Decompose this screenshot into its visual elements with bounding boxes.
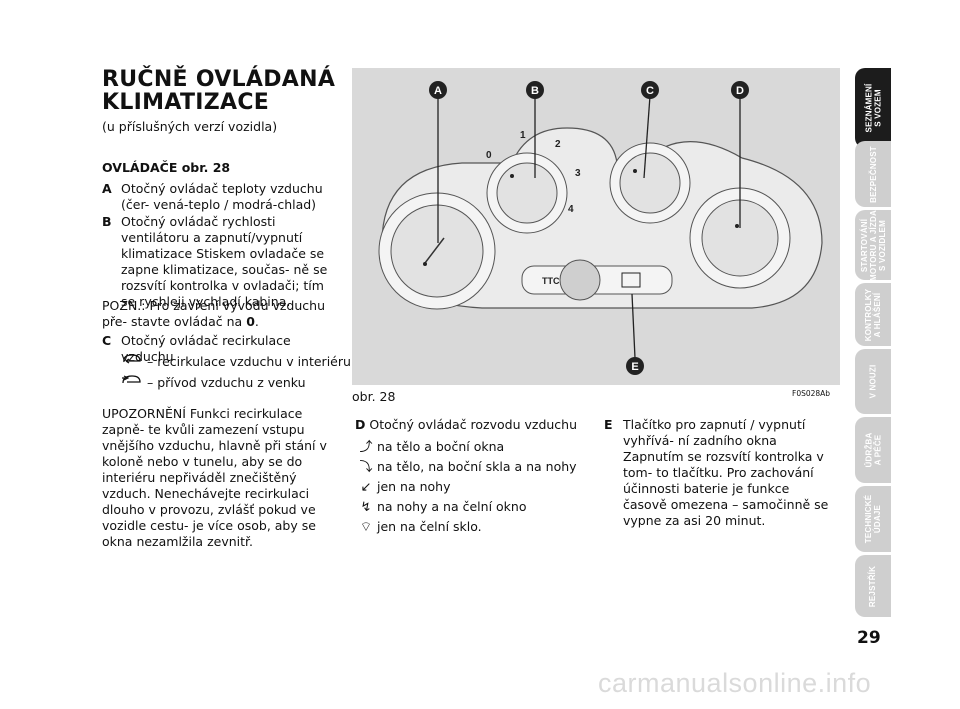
windshield-defrost-icon: ⌔ [359,520,373,535]
page-title: RUČNĚ OVLÁDANÁ KLIMATIZACE [102,68,335,114]
fan-speed-0: 0 [486,150,492,161]
recirc-text: – recirkulace vzduchu v interiéru [146,354,351,369]
vent-feet-windshield-icon: ↯ [360,500,372,515]
outside-air-text: – přívod vzduchu z venku [146,375,306,390]
note: POZN.: Pro zavření vývodu vzduchu pře- s… [102,298,325,329]
item-a-text: Otočný ovládač teploty vzduchu (čer- ven… [121,181,323,212]
item-d-letter: D [355,417,366,432]
watermark: carmanualsonline.info [598,668,872,698]
callout-a: A [434,85,442,97]
note-bold: 0 [246,314,255,329]
callout-d: D [736,85,744,97]
climate-control-illustration: 0 1 2 3 4 TTC [378,81,823,375]
knob-d [689,187,791,289]
tab-bezpecnost-label: BEZPEČNOST [868,145,878,203]
air-option-1-text: na tělo a boční okna [377,439,505,454]
item-a: A Otočný ovládač teploty vzduchu (čer- v… [102,181,342,213]
section-heading: OVLÁDAČE obr. 28 [102,160,231,175]
tab-v-nouzi[interactable]: V NOUZI [855,349,891,414]
air-option-3: ↙ jen na nohy [355,477,595,497]
figure-code: F0S028Ab [792,389,831,398]
tab-startovani[interactable]: STARTOVÁNÍ MOTORU A JÍZDA S VOZIDLEM [855,210,891,280]
subtitle: (u příslušných verzí vozidla) [102,119,278,134]
warning: UPOZORNĚNÍ Funkci recirkulace zapně- te … [102,406,327,549]
air-option-1: ⤴ na tělo a boční okna [355,437,595,457]
tab-kontrolky[interactable]: KONTROLKY A HLÁŠENÍ [855,283,891,346]
item-d-text: Otočný ovládač rozvodu vzduchu [369,417,578,432]
item-a-letter: A [102,181,112,196]
fan-speed-labels: 0 1 2 3 4 [486,130,581,215]
figure-caption: obr. 28 [352,389,396,404]
figure-panel: 0 1 2 3 4 TTC [352,68,840,385]
air-option-4: ↯ na nohy a na čelní okno [355,497,595,517]
fan-speed-2: 2 [555,139,561,150]
recirc-line: – recirkulace vzduchu v interiéru [121,352,351,370]
item-b-text: Otočný ovládač rychlosti ventilátoru a z… [121,214,328,309]
title-line-1: RUČNĚ OVLÁDANÁ [102,67,336,92]
item-b-letter: B [102,214,112,229]
vent-face-icon: ⤴ [359,440,373,455]
air-option-5: ⌔ jen na čelní sklo. [355,517,595,537]
callout-c: C [646,85,654,97]
tab-udrzba-label: ÚDRŽBA A PÉČE [863,432,882,468]
outside-air-icon [122,375,141,384]
callout-e: E [631,361,638,373]
tab-kontrolky-label: KONTROLKY A HLÁŠENÍ [864,288,882,341]
item-e-letter: E [604,417,613,432]
page-number: 29 [857,628,881,648]
tab-rejstrik-label: REJSTŘÍK [868,565,878,607]
knob-a [378,192,496,310]
tab-seznameni[interactable]: SEZNÁMENÍ S VOZEM [855,68,891,148]
knob-b [486,152,568,234]
item-d: D Otočný ovládač rozvodu vzduchu ⤴ na těl… [355,417,595,537]
callout-lines [437,95,741,359]
callout-b: B [531,85,539,97]
note-text: POZN.: Pro zavření vývodu vzduchu pře- s… [102,298,325,329]
item-c: C Otočný ovládač recirkulace vzduchu [102,333,342,365]
knob-c [609,142,691,224]
fan-speed-3: 3 [575,168,581,179]
air-option-2-text: na tělo, na boční skla a na nohy [377,459,577,474]
air-option-5-text: jen na čelní sklo. [377,519,482,534]
vent-feet-icon: ↙ [360,480,372,495]
air-distribution-options: ⤴ na tělo a boční okna ⤵ na tělo, na boční… [355,437,595,537]
recirculation-icon [123,354,141,364]
tab-seznameni-label: SEZNÁMENÍ S VOZEM [864,83,883,133]
callouts: A B C D E [429,81,749,375]
item-c-text: Otočný ovládač recirkulace vzduchu [121,333,291,364]
tab-startovani-label: STARTOVÁNÍ MOTORU A JÍZDA S VOZIDLEM [859,209,887,281]
air-option-3-text: jen na nohy [377,479,451,494]
tab-v-nouzi-label: V NOUZI [868,364,878,399]
tab-udrzba[interactable]: ÚDRŽBA A PÉČE [855,417,891,483]
fan-speed-1: 1 [520,130,526,141]
ttc-label: TTC [542,276,560,286]
item-c-letter: C [102,333,112,348]
outside-air-line: – přívod vzduchu z venku [121,373,306,391]
button-strip: TTC [521,259,673,301]
tab-technicke-label: TECHNICKÉ ÚDAJE [864,494,882,544]
air-option-4-text: na nohy a na čelní okno [377,499,527,514]
air-option-2: ⤵ na tělo, na boční skla a na nohy [355,457,595,477]
tab-bezpecnost[interactable]: BEZPEČNOST [855,141,891,207]
vent-face-feet-icon: ⤵ [359,460,373,475]
title-line-2: KLIMATIZACE [102,90,270,115]
tab-technicke[interactable]: TECHNICKÉ ÚDAJE [855,486,891,552]
item-b: B Otočný ovládač rychlosti ventilátoru a… [102,214,342,310]
item-e-text: Tlačítko pro zapnutí / vypnutí vyhřívá- … [623,417,829,528]
item-e: E Tlačítko pro zapnutí / vypnutí vyhřívá… [604,417,832,529]
fan-speed-4: 4 [568,204,574,215]
tab-rejstrik[interactable]: REJSTŘÍK [855,555,891,617]
